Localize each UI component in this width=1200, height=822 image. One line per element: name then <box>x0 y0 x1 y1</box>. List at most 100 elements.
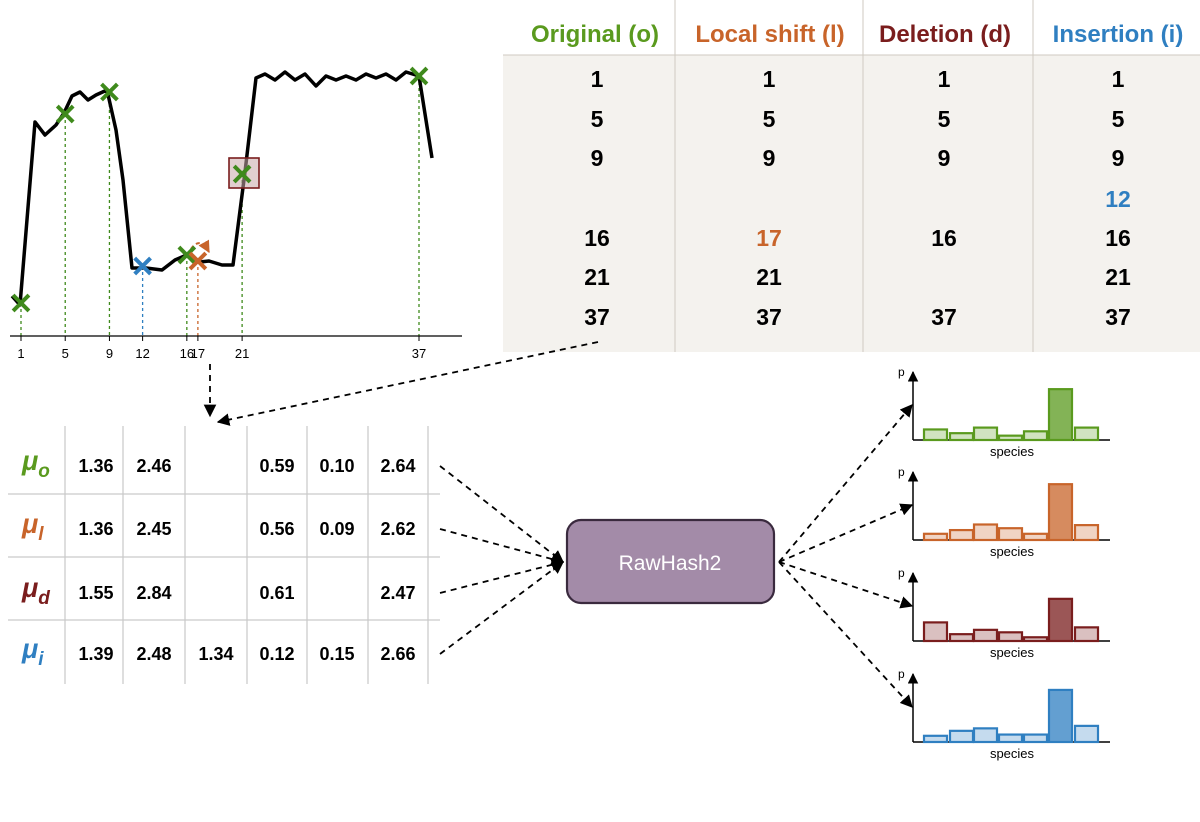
mean-value-cell: 2.64 <box>380 456 415 476</box>
event-cell: 21 <box>756 264 782 290</box>
event-droplines <box>20 76 420 336</box>
histogram-bar <box>1022 430 1049 442</box>
arrow-means-to-rawhash2 <box>439 528 565 566</box>
mean-value-cell: 1.39 <box>78 644 113 664</box>
histogram-x-label: species <box>990 544 1035 559</box>
event-cell: 5 <box>763 106 776 132</box>
species-histogram: p species <box>898 667 1110 761</box>
histogram-bar <box>1022 636 1049 643</box>
species-histogram: p species <box>898 566 1110 660</box>
histogram-bar <box>1073 724 1100 744</box>
histogram-y-label: p <box>898 365 905 379</box>
event-cell: 1 <box>938 66 951 92</box>
histogram-bar <box>922 532 949 542</box>
x-tick-label: 9 <box>106 346 113 361</box>
event-cell: 21 <box>1105 264 1131 290</box>
histogram-bar <box>997 434 1024 442</box>
histogram-bar <box>1047 388 1074 442</box>
arrow-rawhash2-to-histogram <box>778 561 914 609</box>
event-cell: 37 <box>756 304 782 330</box>
histogram-bar <box>1073 626 1100 643</box>
event-cell: 1 <box>763 66 776 92</box>
mean-value-cell: 0.56 <box>259 519 294 539</box>
event-marker <box>232 164 252 184</box>
histogram-bar <box>1047 688 1074 744</box>
event-marker <box>188 251 208 271</box>
signal-line <box>10 70 434 307</box>
event-table: Original (o) Local shift (l) Deletion (d… <box>503 0 1200 352</box>
mean-value-cell: 1.55 <box>78 583 113 603</box>
histogram-bar <box>922 428 949 442</box>
histogram-x-label: species <box>990 645 1035 660</box>
mean-value-cell: 2.45 <box>136 519 171 539</box>
mean-value-cell: 0.09 <box>319 519 354 539</box>
mean-value-cell: 1.36 <box>78 456 113 476</box>
histogram-bar <box>972 628 999 643</box>
x-tick-label: 37 <box>412 346 426 361</box>
species-histogram: p species <box>898 365 1110 459</box>
event-cell: 5 <box>938 106 951 132</box>
mean-row-label: μd <box>21 573 50 609</box>
histogram-bar <box>1073 524 1100 542</box>
event-cell: 16 <box>1105 225 1131 251</box>
rawhash2-label: RawHash2 <box>619 552 722 575</box>
histogram-y-label: p <box>898 566 905 580</box>
species-histograms: p species p species p species p species <box>898 365 1110 761</box>
mean-value-cell: 0.12 <box>259 644 294 664</box>
flow-arrows <box>439 404 914 708</box>
event-marker <box>55 104 75 124</box>
histogram-x-label: species <box>990 746 1035 761</box>
mean-value-cell: 0.10 <box>319 456 354 476</box>
event-cell: 9 <box>763 145 776 171</box>
arrow-means-to-rawhash2 <box>439 561 565 655</box>
histogram-bar <box>948 633 975 643</box>
event-marker <box>409 66 429 86</box>
header-original: Original (o) <box>531 21 659 48</box>
event-marker <box>11 293 31 313</box>
species-histogram: p species <box>898 465 1110 559</box>
event-cell: 37 <box>1105 304 1131 330</box>
mean-row-label: μi <box>21 634 44 670</box>
event-cell: 16 <box>584 225 610 251</box>
histogram-bar <box>1047 597 1074 643</box>
event-cell: 17 <box>756 225 782 251</box>
histogram-bar <box>948 729 975 744</box>
histogram-bar <box>972 426 999 442</box>
histogram-y-label: p <box>898 667 905 681</box>
mean-value-cell: 1.34 <box>198 644 233 664</box>
event-cell: 16 <box>931 225 957 251</box>
arrow-rawhash2-to-histogram <box>778 503 914 563</box>
mean-value-cell: 2.62 <box>380 519 415 539</box>
event-cell: 9 <box>1112 145 1125 171</box>
event-markers <box>11 66 429 313</box>
mean-value-cell: 1.36 <box>78 519 113 539</box>
histogram-bar <box>948 432 975 442</box>
x-tick-label: 5 <box>62 346 69 361</box>
mean-value-cell: 2.66 <box>380 644 415 664</box>
mean-value-cell: 0.15 <box>319 644 354 664</box>
histogram-y-label: p <box>898 465 905 479</box>
arrow-rawhash2-to-histogram <box>778 404 913 563</box>
mean-value-cell: 2.46 <box>136 456 171 476</box>
histogram-bar <box>997 733 1024 744</box>
histogram-bar <box>972 727 999 744</box>
event-cell: 1 <box>591 66 604 92</box>
histogram-bar <box>922 734 949 744</box>
event-marker <box>133 256 152 276</box>
histogram-bar <box>1022 532 1049 542</box>
event-cell: 21 <box>584 264 610 290</box>
header-deletion: Deletion (d) <box>879 21 1011 48</box>
mean-row-label: μo <box>21 446 50 482</box>
histogram-bar <box>948 528 975 542</box>
event-cell: 5 <box>1112 106 1125 132</box>
mean-value-cell: 2.48 <box>136 644 171 664</box>
x-tick-label: 21 <box>235 346 249 361</box>
event-marker <box>177 245 197 265</box>
event-cell: 9 <box>938 145 951 171</box>
histogram-x-label: species <box>990 444 1035 459</box>
mean-value-cell: 2.47 <box>380 583 415 603</box>
